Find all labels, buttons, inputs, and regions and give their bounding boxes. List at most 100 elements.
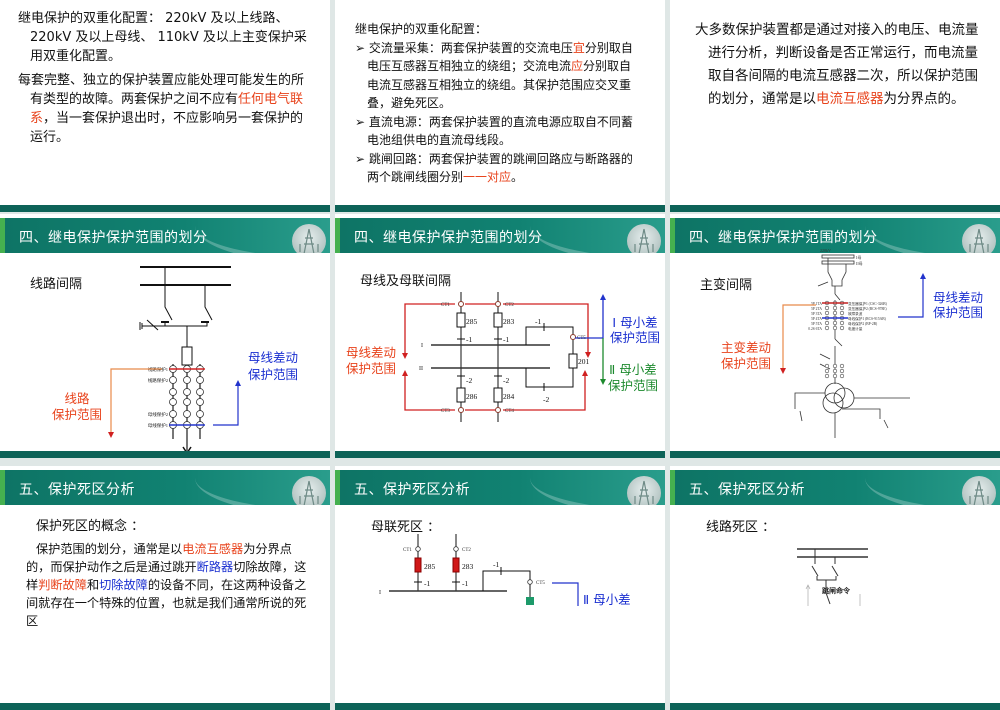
ct-icon xyxy=(839,320,845,326)
slide-line-dead-zone[interactable]: 五、保护死区分析 线路死区 ： 跳闸命令 xyxy=(670,466,1000,710)
slide-transformer-bay[interactable]: 四、继电保护保护范围的划分 主变间隔 220kV I母 II母 5P 1TA 5… xyxy=(670,214,1000,458)
device-label: 变压器保护2 (RCS-978E) xyxy=(848,306,887,311)
ct-icon xyxy=(458,407,464,413)
ct-icon xyxy=(169,388,177,396)
bus-coupler-diagram: CT1 CT2 CT3 CT4 CT5 285 283 286 284 201 … xyxy=(346,292,660,422)
arrow-head-icon xyxy=(600,294,606,300)
switch-label: -2 xyxy=(543,395,549,404)
switch-label: -2 xyxy=(466,376,472,385)
ta-label: 5P 1TA xyxy=(811,302,822,306)
slide-header: 四、继电保护保护范围的划分 xyxy=(335,218,665,253)
line-bay-diagram: 线路保护1 线路保护2 母线保护2 母线保护1 线路 保护范围 母线差动 保护范… xyxy=(52,266,298,455)
diagram-label: 母线及母联间隔 xyxy=(360,274,452,289)
scope-label: 母线差动 xyxy=(933,290,983,305)
ct-icon xyxy=(824,305,830,311)
highlight-text: 任何电气联系 xyxy=(30,92,304,126)
text: 大多数保护装置都是通过对接入的电压、电流量进行分析，判断设备是否正常运行，而电流… xyxy=(695,22,979,107)
ta-label: 5P 5TA xyxy=(811,322,822,326)
ct-icon xyxy=(839,305,845,311)
highlight-text: 电流互感器 xyxy=(182,542,244,556)
ct-icon xyxy=(495,407,501,413)
switch-label: -2 xyxy=(503,376,509,385)
text: 。 xyxy=(511,170,524,184)
slide-dead-zone-concept[interactable]: 五、保护死区分析 保护死区的概念 ： 保护范围的划分，通常是以电流互感器为分界点… xyxy=(0,466,330,710)
tower-logo-icon xyxy=(627,224,661,253)
device-label: 母线保护2 (BP-2B) xyxy=(848,321,878,326)
slide-title: 四、继电保护保护范围的划分 xyxy=(354,230,543,246)
ct-icon xyxy=(183,376,191,384)
slide-dual-config-2[interactable]: 继电保护的双重化配置： ➢ 交流量采集：两套保护装置的交流电压宜分别取自电压互感… xyxy=(335,0,665,212)
ct-label: 母线保护1 xyxy=(148,422,168,429)
slide-title: 五、保护死区分析 xyxy=(19,482,135,498)
breaker-285 xyxy=(414,557,422,573)
ct-icon xyxy=(824,310,830,316)
breaker-286 xyxy=(456,387,466,403)
slide-bottom-bar xyxy=(670,205,1000,212)
slide-text: 继电保护的双重化配置： 220kV 及以上线路、 220kV 及以上母线、 11… xyxy=(18,9,310,152)
tower-logo-icon xyxy=(962,476,996,505)
arrow-head-icon xyxy=(920,273,926,279)
bus2-scope-line xyxy=(552,582,579,606)
text: 切除故障，这样 xyxy=(26,560,307,592)
line-scope-arrow xyxy=(110,368,162,434)
ct-label: CT1 xyxy=(403,548,412,553)
breaker-285 xyxy=(456,312,466,328)
bullet-trip: ➢ 跳闸回路：两套保护装置的跳闸回路应与断路器的两个跳闸线圈分别一一对应。 xyxy=(355,150,643,187)
bullet-icon: ➢ xyxy=(355,40,366,55)
switch-label: -1 xyxy=(503,335,509,344)
slide-header: 四、继电保护保护范围的划分 xyxy=(670,218,1000,253)
bus-diff-scope-top-right xyxy=(503,303,589,354)
ct-icon xyxy=(824,320,830,326)
ct-label: 线路保护2 xyxy=(148,377,168,384)
highlight-text: 一一对应 xyxy=(463,170,512,184)
text: 为分界点的，而保护动作之后是通过跳开 xyxy=(26,542,292,574)
transformer-bay-diagram: 220kV I母 II母 5P 1TA 5P 2TA 5P 3TA 5P 4TA… xyxy=(721,248,983,438)
slide-line-bay[interactable]: 四、继电保护保护范围的划分 线路间隔 线路保护1 线路保护2 母线保护2 母线保… xyxy=(0,214,330,458)
tower-logo-icon xyxy=(962,224,996,253)
bus-label: I xyxy=(421,343,423,349)
ct-icon xyxy=(196,376,204,384)
bus-label: II母 xyxy=(856,261,863,266)
tower-logo-icon xyxy=(627,476,661,505)
ta-label: 0.2S 6TA xyxy=(808,327,822,331)
switch-label: -1 xyxy=(493,560,499,569)
ct-icon xyxy=(196,410,204,418)
paragraph: 继电保护的双重化配置： 220kV 及以上线路、 220kV 及以上母线、 11… xyxy=(18,11,307,64)
text: ，当一套保护退出时，不应影响另一套保护的运行。 xyxy=(30,111,304,145)
tower-logo-icon xyxy=(292,476,326,505)
scope-label: 保护范围 xyxy=(933,305,983,320)
ct-icon xyxy=(832,373,838,379)
ta-label: 5P 4TA xyxy=(811,317,822,321)
text: 分别取自电压互感器互相独立的绕组；交流电流 xyxy=(367,40,633,74)
slide-title: 五、保护死区分析 xyxy=(354,482,470,498)
slide-dual-config-1[interactable]: 继电保护的双重化配置： 220kV 及以上线路、 220kV 及以上母线、 11… xyxy=(0,0,330,212)
ct-icon xyxy=(824,373,830,379)
highlight-text: 宜 xyxy=(572,40,585,55)
paragraph: 每套完整、独立的保护装置应能处理可能发生的所有类型的故障。两套保护之间不应有任何… xyxy=(18,71,310,147)
scope-label: 保护范围 xyxy=(52,407,102,422)
scope-label: 主变差动 xyxy=(721,340,771,355)
arrow-head-icon xyxy=(780,368,786,374)
ct-label: CT1 xyxy=(441,303,450,308)
slide-title: 四、继电保护保护范围的划分 xyxy=(689,230,878,246)
slide-coupler-dead-zone[interactable]: 五、保护死区分析 母联死区 ： CT1 CT2 CT5 285 283 -1 -… xyxy=(335,466,665,710)
slide-ct-boundary[interactable]: 大多数保护装置都是通过对接入的电压、电流量进行分析，判断设备是否正常运行，而电流… xyxy=(670,0,1000,212)
scope-label: 母线差动 xyxy=(248,350,298,365)
ct-icon xyxy=(839,363,845,369)
slide-subtitle: 继电保护的双重化配置： xyxy=(355,22,488,36)
switch-label: -1 xyxy=(462,579,468,588)
scope-label: 母线差动 xyxy=(346,345,396,360)
text: 为分界点的。 xyxy=(883,91,965,107)
highlight-text: 切除故障 xyxy=(99,578,148,592)
slide-subtitle: 母联死区 ： xyxy=(371,520,441,535)
slide-bus-coupler-bay[interactable]: 四、继电保护保护范围的划分 母线及母联间隔 xyxy=(335,214,665,458)
ct-icon xyxy=(570,334,576,340)
ct-icon xyxy=(183,388,191,396)
text: 保护范围的划分，通常是以 xyxy=(36,542,183,556)
diagram-label: 线路间隔 xyxy=(30,277,83,292)
slide-bottom-bar xyxy=(0,451,330,458)
bullet-ac: ➢ 交流量采集：两套保护装置的交流电压宜分别取自电压互感器互相独立的绕组；交流电… xyxy=(355,39,643,113)
bus-diff-scope-top-left xyxy=(404,303,455,356)
slide-bottom-bar xyxy=(335,205,665,212)
device-label: 母线保护1 (RCS-915AB) xyxy=(848,316,887,321)
